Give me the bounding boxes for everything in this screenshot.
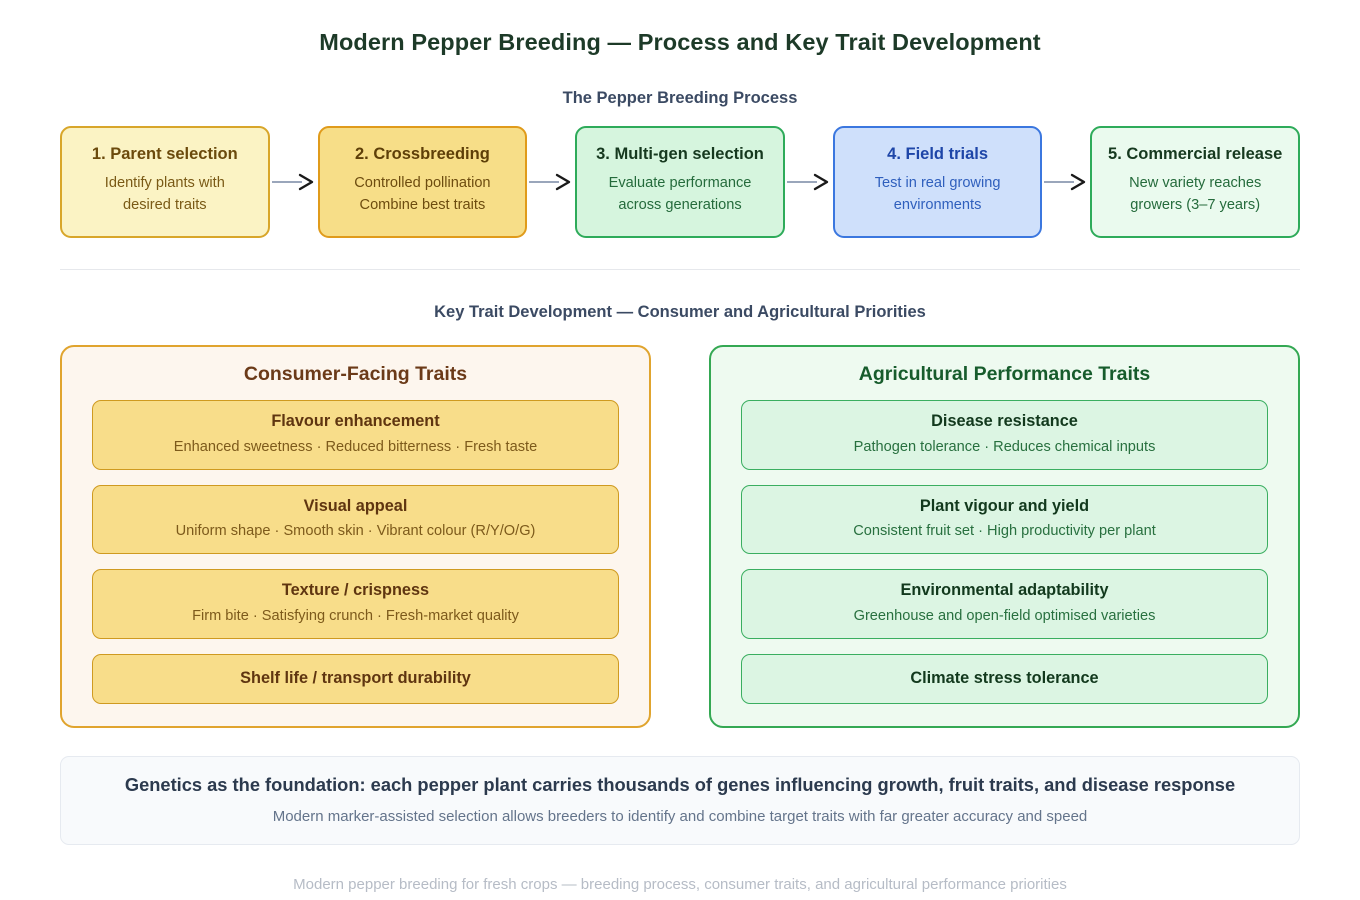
process-step-title: 2. Crossbreeding (355, 144, 490, 163)
trait-card-subtitle: Uniform shape · Smooth skin · Vibrant co… (175, 523, 536, 540)
consumer-trait-card-4[interactable]: Shelf life / transport durability (92, 653, 619, 705)
process-step-line1: Identify plants with (104, 174, 225, 191)
process-step-title: 5. Commercial release (1108, 144, 1283, 163)
trait-card-title: Environmental adaptability (900, 581, 1109, 600)
trait-card-title: Visual appeal (303, 496, 408, 515)
process-step-4[interactable]: 4. Field trials Test in real growing env… (832, 126, 1043, 238)
consumer-trait-card-1[interactable]: Flavour enhancement Enhanced sweetness ·… (92, 400, 619, 470)
section-divider (60, 269, 1300, 270)
agricultural-trait-card-2[interactable]: Plant vigour and yield Consistent fruit … (741, 484, 1268, 555)
page-footer: Modern pepper breeding for fresh crops —… (293, 875, 1067, 893)
trait-card-subtitle: Greenhouse and open-field optimised vari… (853, 607, 1156, 624)
process-step-3[interactable]: 3. Multi-gen selection Evaluate performa… (575, 126, 785, 238)
process-step-line2: environments (893, 197, 982, 214)
genetics-banner: Genetics as the foundation: each pepper … (60, 756, 1300, 845)
trait-card-subtitle: Pathogen tolerance · Reduces chemical in… (853, 438, 1156, 455)
arrow-right-icon (786, 173, 828, 191)
flow-arrow-1 (270, 126, 318, 238)
trait-card-title: Flavour enhancement (271, 412, 440, 430)
agricultural-trait-card-1[interactable]: Disease resistance Pathogen tolerance · … (741, 400, 1268, 470)
process-step-title: 1. Parent selection (91, 144, 238, 163)
traits-panels: Consumer-Facing Traits Flavour enhanceme… (0, 345, 1360, 729)
process-step-5[interactable]: 5. Commercial release New variety reache… (1090, 126, 1300, 238)
process-step-line1: Controlled pollination (354, 174, 491, 191)
agricultural-trait-card-3[interactable]: Environmental adaptability Greenhouse an… (741, 569, 1268, 639)
process-step-1[interactable]: 1. Parent selection Identify plants with… (60, 126, 270, 238)
process-step-line2: growers (3–7 years) (1130, 197, 1261, 214)
consumer-trait-card-2[interactable]: Visual appeal Uniform shape · Smooth ski… (92, 484, 619, 555)
trait-card-title: Texture / crispness (281, 581, 430, 600)
process-flow: 1. Parent selection Identify plants with… (0, 126, 1360, 238)
traits-section-heading: Key Trait Development — Consumer and Agr… (434, 303, 926, 321)
flow-arrow-4 (1042, 126, 1090, 238)
process-step-line2: Combine best traits (359, 197, 486, 214)
flow-arrow-3 (785, 126, 833, 238)
arrow-right-icon (271, 173, 313, 191)
trait-card-subtitle: Firm bite · Satisfying crunch · Fresh-ma… (192, 607, 519, 624)
process-section-heading: The Pepper Breeding Process (562, 89, 798, 107)
process-step-line1: New variety reaches (1129, 174, 1262, 191)
arrow-right-icon (1044, 173, 1086, 191)
process-step-title: 3. Multi-gen selection (596, 144, 764, 163)
genetics-banner-subtext: Modern marker-assisted selection allows … (272, 807, 1088, 825)
process-step-line2: desired traits (123, 197, 207, 214)
process-step-title: 4. Field trials (887, 144, 989, 163)
trait-card-title: Plant vigour and yield (919, 496, 1090, 515)
trait-card-title: Shelf life / transport durability (240, 668, 471, 687)
genetics-banner-headline: Genetics as the foundation: each pepper … (124, 774, 1236, 796)
arrow-right-icon (529, 173, 571, 191)
consumer-traits-panel: Consumer-Facing Traits Flavour enhanceme… (60, 345, 651, 729)
agricultural-traits-panel: Agricultural Performance Traits Disease … (709, 345, 1300, 729)
trait-card-title: Climate stress tolerance (910, 668, 1099, 687)
trait-card-title: Disease resistance (931, 412, 1078, 430)
agricultural-panel-title: Agricultural Performance Traits (858, 363, 1151, 385)
process-step-line2: across generations (618, 197, 742, 214)
process-step-2[interactable]: 2. Crossbreeding Controlled pollination … (317, 126, 528, 238)
process-step-line1: Test in real growing (874, 174, 1001, 191)
page-title: Modern Pepper Breeding — Process and Key… (319, 29, 1041, 55)
agricultural-trait-card-4[interactable]: Climate stress tolerance (741, 653, 1268, 705)
consumer-panel-title: Consumer-Facing Traits (243, 363, 468, 385)
flow-arrow-2 (527, 126, 575, 238)
trait-card-subtitle: Enhanced sweetness · Reduced bitterness … (173, 438, 538, 455)
consumer-trait-card-3[interactable]: Texture / crispness Firm bite · Satisfyi… (92, 569, 619, 639)
trait-card-subtitle: Consistent fruit set · High productivity… (853, 523, 1156, 540)
process-step-line1: Evaluate performance (608, 174, 752, 191)
